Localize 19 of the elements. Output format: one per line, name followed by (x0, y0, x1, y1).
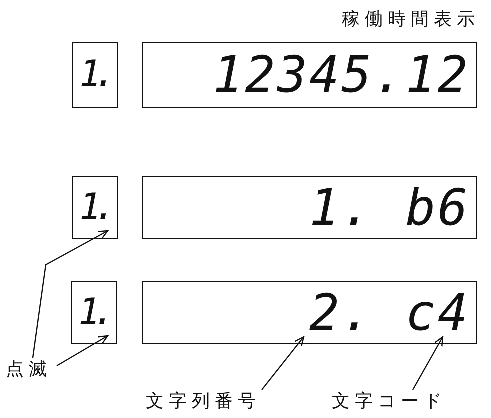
leader-line (412, 336, 444, 390)
display-panel (142, 176, 477, 239)
display-digits: 1. (78, 294, 108, 330)
leader-line (32, 230, 109, 358)
callout-text: 点滅 (6, 359, 52, 380)
leader-line (56, 335, 109, 367)
display-digits: 1. (80, 57, 109, 93)
display-digits: 12345.12 (213, 50, 470, 100)
callout-text: 文字コード (332, 391, 447, 412)
display-panel (142, 281, 477, 344)
callout-text: 文字列番号 (146, 391, 261, 412)
display-title: 稼働時間表示 (342, 10, 480, 30)
display-digits: 2. c4 (309, 288, 470, 338)
display-panel (72, 176, 118, 239)
leader-line (262, 336, 305, 390)
display-digits: 1. (80, 190, 109, 226)
display-panel (71, 281, 117, 344)
display-panel (72, 42, 118, 108)
display-digits: 1. b6 (309, 182, 470, 232)
